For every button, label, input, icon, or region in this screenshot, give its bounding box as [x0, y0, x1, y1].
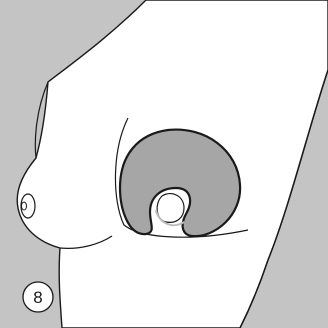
- left-nipple: [21, 194, 35, 218]
- step-number: 8: [33, 288, 42, 307]
- step-badge: 8: [23, 282, 53, 312]
- pad-nipple: [157, 194, 184, 223]
